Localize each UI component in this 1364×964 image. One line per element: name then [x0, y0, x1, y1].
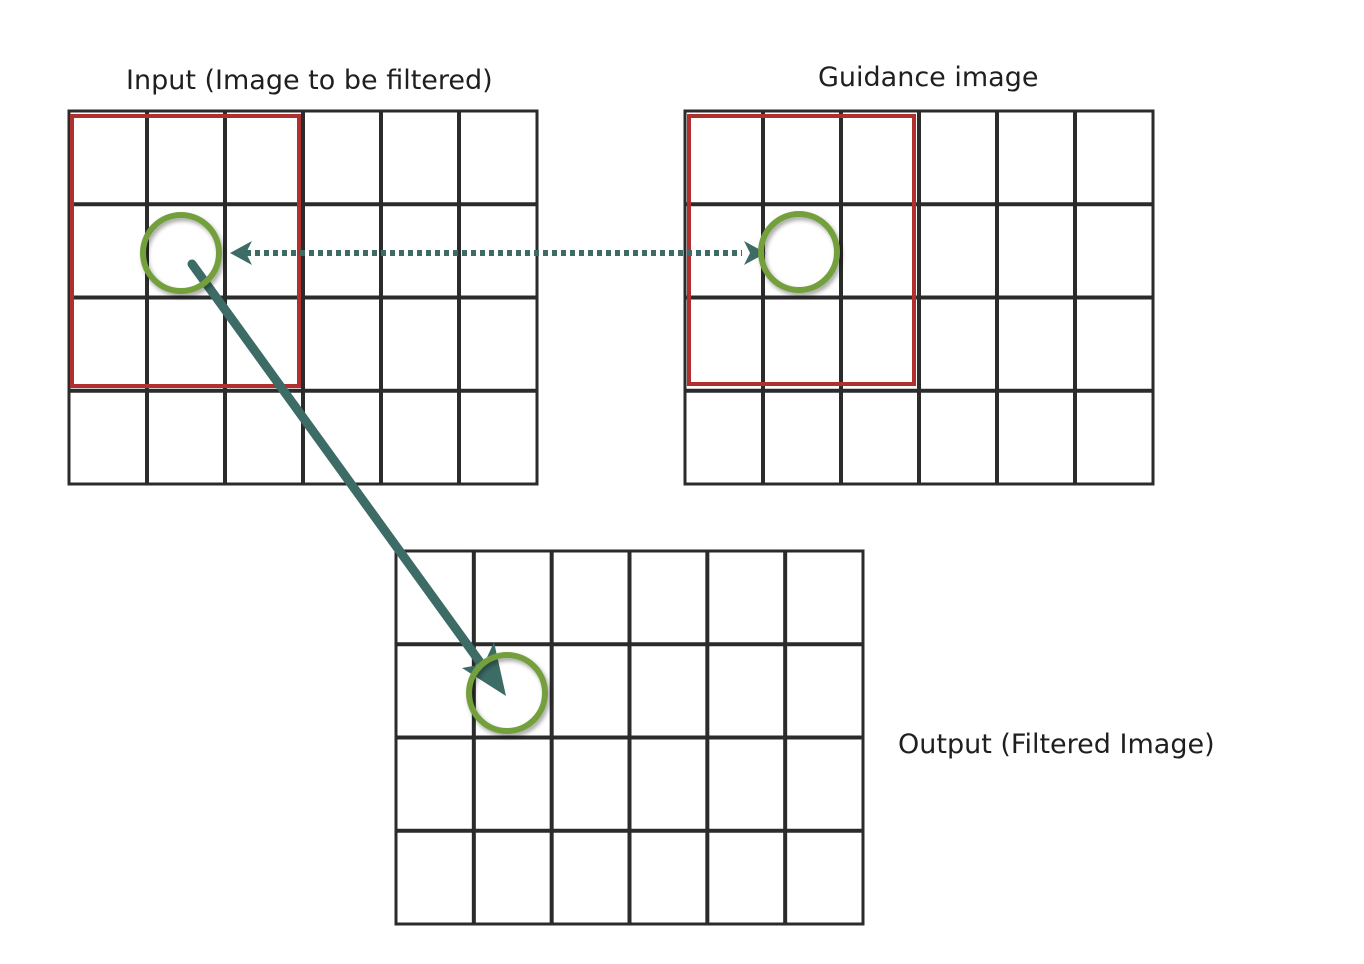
input-label: Input (Image to be filtered)	[126, 65, 493, 96]
output-pixel-ring-icon	[466, 652, 548, 734]
output-label: Output (Filtered Image)	[898, 729, 1215, 760]
input-window-box	[70, 114, 301, 388]
input-grid	[67, 109, 539, 486]
guidance-pixel-ring-icon	[758, 211, 840, 293]
guidance-grid	[683, 109, 1155, 486]
dotted-double-arrow-icon	[230, 241, 766, 265]
output-grid	[394, 549, 865, 926]
input-pixel-ring-icon	[140, 212, 222, 294]
guidance-label: Guidance image	[818, 62, 1038, 93]
